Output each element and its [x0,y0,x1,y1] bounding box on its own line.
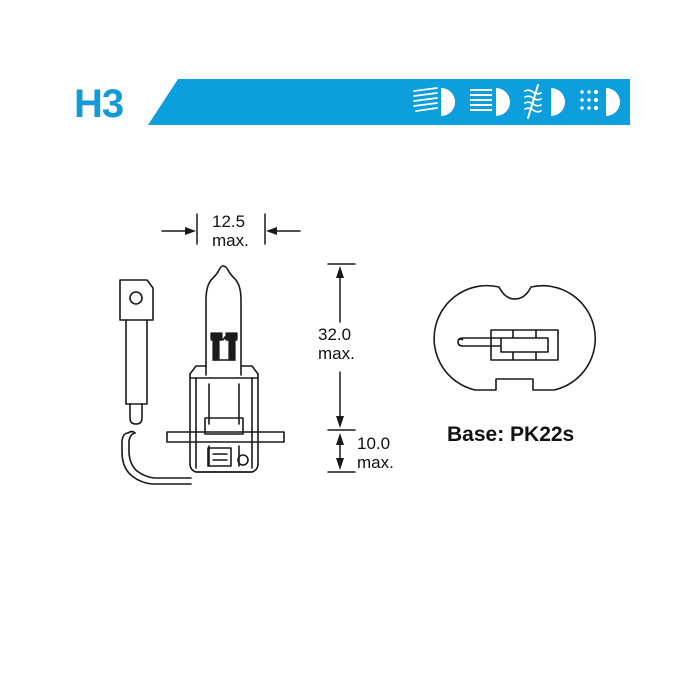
bulb-drawing [119,213,356,485]
lead-wire [121,430,192,485]
header-banner [148,79,630,125]
base-block [204,417,244,435]
contact-inner [500,337,549,353]
fog-light-icon [524,84,565,119]
low-beam-icon [413,87,455,116]
mounting-flange [166,431,285,443]
metal-base [189,365,259,473]
filament [210,332,238,361]
dimension-label-overall-height: 32.0 max. [318,325,355,363]
spade-terminal [119,279,154,425]
contact-block [490,329,559,361]
base-end-view [433,284,597,391]
dimension-overall-height [327,263,356,431]
high-beam-icon [470,88,510,116]
dimension-label-base-height: 10.0 max. [357,434,394,472]
model-logo: H3 [74,82,124,126]
glass-envelope [205,265,242,376]
base-outline [433,284,597,391]
banner-shape [148,79,630,125]
dotted-beam-icon [580,88,620,116]
dimension-width [161,213,301,245]
base-caption: Base: PK22s [447,423,575,446]
base-lead-wire [457,337,501,347]
dimension-label-width: 12.5 max. [212,212,249,250]
base-detail [207,447,249,467]
dimension-base-height [327,433,356,473]
